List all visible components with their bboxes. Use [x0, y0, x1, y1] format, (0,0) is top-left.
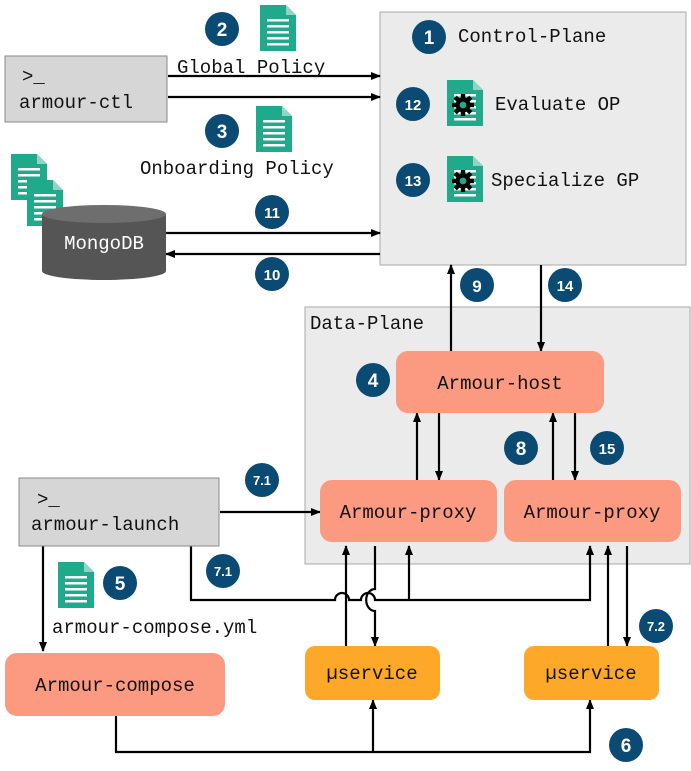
svg-text:13: 13 — [405, 173, 422, 190]
proxy-to-service-left-arrow — [365, 546, 379, 647]
ctl-prompt: >_ — [22, 66, 45, 88]
step-6-badge: 6 — [609, 728, 643, 762]
svg-text:2: 2 — [217, 20, 228, 41]
mongodb-label: MongoDB — [64, 233, 144, 255]
svg-text:8: 8 — [516, 439, 527, 460]
svg-text:6: 6 — [621, 736, 632, 757]
svg-text:7.1: 7.1 — [214, 564, 232, 579]
armour-compose-label: Armour-compose — [35, 675, 195, 697]
armour-host-label: Armour-host — [437, 373, 562, 395]
launch-label: armour-launch — [31, 514, 179, 536]
specialize-gp-item: 13 Specialize GP — [396, 156, 639, 202]
step-11-badge: 11 — [255, 195, 289, 229]
step-12-badge — [396, 87, 430, 121]
step-13-badge — [396, 163, 430, 197]
data-plane-title: Data-Plane — [310, 313, 424, 335]
armour-compose-node[interactable]: Armour-compose — [5, 653, 225, 716]
evaluate-op-label: Evaluate OP — [495, 94, 620, 116]
global-policy-label: Global Policy — [177, 57, 325, 79]
specialize-gp-label: Specialize GP — [491, 170, 639, 192]
control-plane-title: Control-Plane — [458, 26, 606, 48]
service-left-node[interactable]: µservice — [305, 646, 440, 700]
step-2-badge — [205, 12, 239, 46]
global-policy-doc-icon — [260, 5, 296, 51]
svg-text:3: 3 — [217, 122, 228, 143]
connectors — [39, 72, 631, 754]
svg-text:12: 12 — [405, 97, 422, 114]
svg-text:9: 9 — [472, 277, 481, 296]
step-3-badge — [205, 114, 239, 148]
ctl-label: armour-ctl — [19, 92, 133, 114]
service-left-label: µservice — [326, 663, 417, 685]
launch-to-right-proxy-path — [189, 545, 594, 602]
armour-ctl-box[interactable]: >_ armour-ctl — [4, 55, 168, 123]
onboarding-policy-label: Onboarding Policy — [140, 158, 334, 180]
svg-text:7.1: 7.1 — [253, 473, 271, 488]
step-4-badge: 4 — [356, 363, 390, 397]
step-9-badge: 9 — [460, 268, 494, 302]
step-7-1-badge-bottom: 7.1 — [206, 554, 240, 588]
armour-host-node[interactable]: Armour-host — [396, 351, 604, 413]
svg-text:14: 14 — [557, 278, 574, 295]
compose-file-doc-icon — [58, 562, 94, 608]
step-5-badge — [103, 566, 137, 600]
launch-prompt: >_ — [37, 489, 60, 511]
svg-text:4: 4 — [368, 371, 379, 392]
step-7-1-badge-top: 7.1 — [245, 463, 279, 497]
svg-text:5: 5 — [115, 574, 126, 595]
compose-to-service-right-path — [114, 699, 594, 754]
onboarding-policy: 3 Onboarding Policy — [140, 106, 334, 180]
compose-file-label: armour-compose.yml — [52, 617, 257, 639]
evaluate-gear-icon — [452, 94, 474, 116]
step-14-badge: 14 — [548, 268, 582, 302]
svg-text:11: 11 — [264, 205, 280, 222]
control-plane-panel: Control-Plane — [379, 11, 687, 266]
global-policy: 2 Global Policy — [177, 5, 325, 79]
armour-launch-box[interactable]: >_ armour-launch — [18, 477, 220, 547]
svg-text:15: 15 — [599, 441, 616, 458]
mongodb-cylinder[interactable]: MongoDB — [42, 205, 166, 280]
armour-proxy-right-label: Armour-proxy — [524, 502, 661, 524]
step-10-badge: 10 — [255, 257, 289, 291]
armour-proxy-right-node[interactable]: Armour-proxy — [504, 480, 681, 542]
specialize-gear-icon — [452, 170, 474, 192]
svg-text:1: 1 — [424, 28, 435, 49]
svg-text:7.2: 7.2 — [647, 619, 665, 634]
armour-proxy-left-node[interactable]: Armour-proxy — [320, 480, 497, 542]
step-8-badge: 8 — [504, 431, 538, 465]
compose-file: 5 armour-compose.yml — [52, 562, 257, 639]
control-plane-badge: 1 — [412, 20, 446, 54]
step-15-badge: 15 — [590, 431, 624, 465]
evaluate-op-item: 12 Evaluate OP — [396, 80, 620, 126]
armour-proxy-left-label: Armour-proxy — [340, 502, 477, 524]
onboarding-policy-doc-icon — [256, 106, 292, 152]
svg-text:10: 10 — [264, 267, 281, 284]
service-right-node[interactable]: µservice — [524, 646, 659, 700]
service-right-label: µservice — [545, 663, 636, 685]
step-7-2-badge: 7.2 — [639, 609, 673, 643]
